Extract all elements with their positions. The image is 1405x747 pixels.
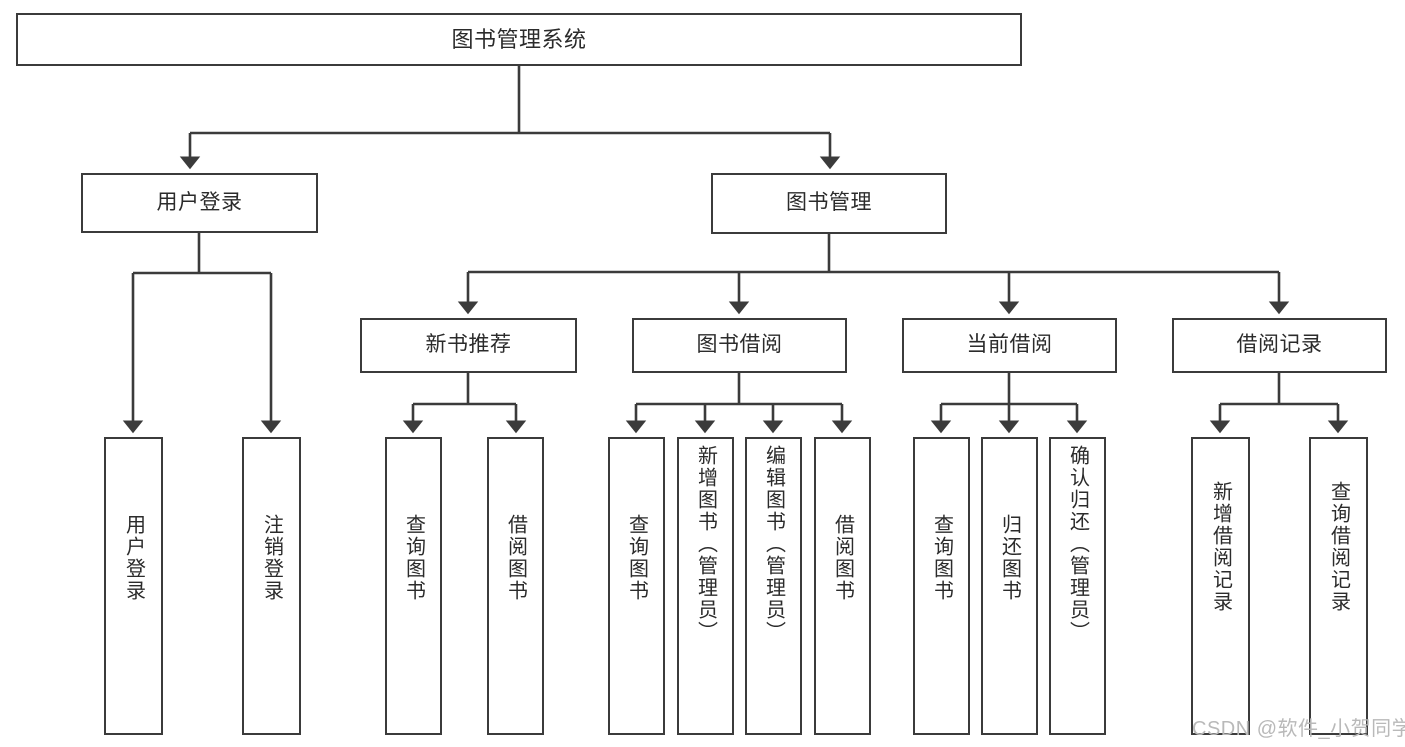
node-leaf-confirm-return[interactable]: 确认归还（管理员） [1049, 437, 1106, 735]
node-leaf-query-book-1-label: 查询图书 [402, 514, 425, 602]
node-leaf-borrow-book-2[interactable]: 借阅图书 [814, 437, 871, 735]
node-leaf-confirm-return-label: 确认归还（管理员） [1066, 445, 1089, 643]
node-leaf-query-book-3[interactable]: 查询图书 [913, 437, 970, 735]
watermark-text: CSDN @软件_小贺同学 [1192, 718, 1405, 740]
node-leaf-return-book-label: 归还图书 [998, 514, 1021, 602]
node-user-login-label: 用户登录 [156, 190, 243, 214]
node-leaf-borrow-book-1-label: 借阅图书 [504, 514, 527, 602]
node-book-manage-label: 图书管理 [786, 191, 872, 215]
node-leaf-add-book[interactable]: 新增图书（管理员） [677, 437, 734, 735]
node-leaf-query-record[interactable]: 查询借阅记录 [1309, 437, 1368, 735]
node-book-manage[interactable]: 图书管理 [711, 173, 947, 234]
node-borrow-record-label: 借阅记录 [1236, 333, 1323, 357]
node-current-borrow-label: 当前借阅 [966, 333, 1053, 357]
node-leaf-user-login[interactable]: 用户登录 [104, 437, 163, 735]
node-new-book-recommend[interactable]: 新书推荐 [360, 318, 577, 373]
node-book-borrow[interactable]: 图书借阅 [632, 318, 847, 373]
node-leaf-add-record-label: 新增借阅记录 [1209, 481, 1232, 613]
node-leaf-edit-book[interactable]: 编辑图书（管理员） [745, 437, 802, 735]
node-leaf-add-record[interactable]: 新增借阅记录 [1191, 437, 1250, 735]
node-leaf-user-login-label: 用户登录 [122, 514, 145, 602]
node-leaf-logout-login-label: 注销登录 [260, 514, 283, 602]
node-book-borrow-label: 图书借阅 [696, 333, 783, 357]
node-leaf-query-book-2-label: 查询图书 [625, 514, 648, 602]
node-leaf-borrow-book-1[interactable]: 借阅图书 [487, 437, 544, 735]
node-leaf-query-book-3-label: 查询图书 [930, 514, 953, 602]
node-leaf-query-book-1[interactable]: 查询图书 [385, 437, 442, 735]
node-leaf-edit-book-label: 编辑图书（管理员） [762, 445, 785, 643]
node-current-borrow[interactable]: 当前借阅 [902, 318, 1117, 373]
node-borrow-record[interactable]: 借阅记录 [1172, 318, 1387, 373]
node-user-login[interactable]: 用户登录 [81, 173, 318, 233]
node-leaf-query-book-2[interactable]: 查询图书 [608, 437, 665, 735]
watermark: CSDN @软件_小贺同学 [1192, 712, 1405, 741]
node-root-label: 图书管理系统 [451, 26, 587, 52]
node-leaf-add-book-label: 新增图书（管理员） [694, 445, 717, 643]
node-new-book-recommend-label: 新书推荐 [425, 333, 512, 357]
node-root[interactable]: 图书管理系统 [16, 13, 1022, 66]
node-leaf-query-record-label: 查询借阅记录 [1327, 481, 1350, 613]
node-leaf-borrow-book-2-label: 借阅图书 [831, 514, 854, 602]
node-leaf-logout-login[interactable]: 注销登录 [242, 437, 301, 735]
node-leaf-return-book[interactable]: 归还图书 [981, 437, 1038, 735]
